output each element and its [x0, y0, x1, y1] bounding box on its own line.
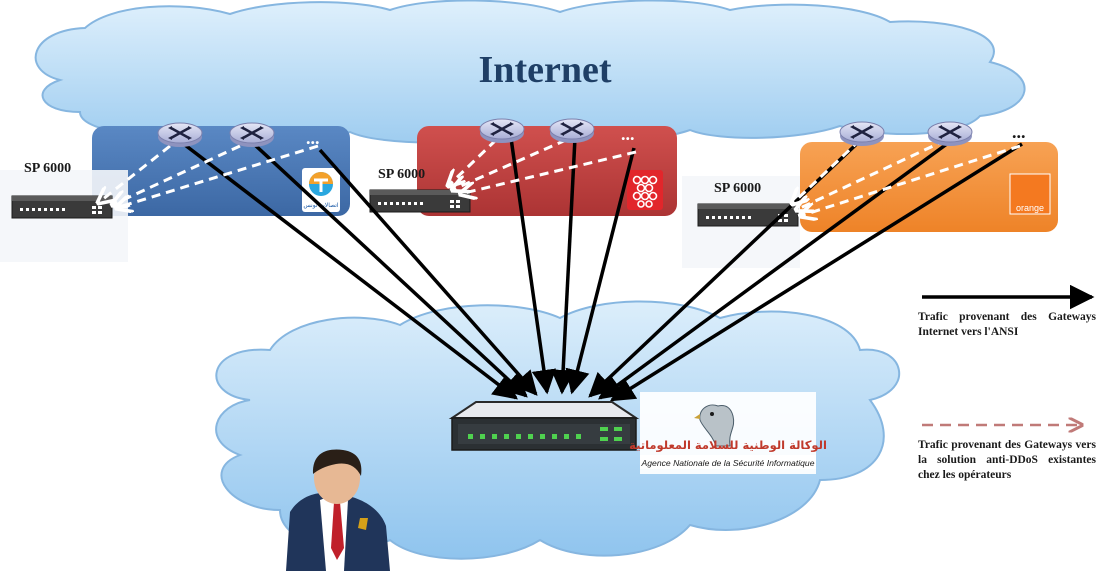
- sp6000-device-ooredoo: SP 6000: [369, 167, 471, 213]
- solid-arrow: [550, 137, 577, 395]
- solid-arrow: [609, 142, 1023, 402]
- dashed-arrow: [112, 144, 241, 205]
- solid-traffic-arrows: [183, 136, 1023, 402]
- solid-arrow: [183, 143, 518, 400]
- dashed-arrow: [452, 138, 567, 190]
- operator-box-orange: [800, 142, 1058, 232]
- user-avatar: [286, 449, 390, 571]
- dashed-arrow: [796, 138, 947, 210]
- solid-arrow: [588, 136, 865, 398]
- router-icon: [478, 117, 526, 145]
- ansi-french-name: Agence Nationale de la Sécurité Informat…: [641, 458, 815, 468]
- sp6000-label: SP 6000: [714, 181, 761, 196]
- router-icon: [156, 121, 204, 149]
- router-icon: [548, 117, 596, 145]
- legend-dashed-text: Trafic provenant des Gateways vers la so…: [918, 439, 1096, 481]
- router-icon: [228, 121, 276, 149]
- sp6000-label: SP 6000: [24, 161, 71, 176]
- falcon-icon: [694, 404, 735, 447]
- ansi-arabic-name: الوكالة الوطنية للسلامة المعلوماتية: [629, 438, 827, 453]
- orange-logo: orange: [1009, 173, 1051, 215]
- dashed-arrow: [792, 138, 862, 204]
- dashed-arrow: [448, 138, 498, 186]
- ansi-switch: [448, 401, 640, 451]
- solid-arrow: [318, 148, 538, 396]
- internet-title: Internet: [479, 49, 612, 91]
- dashed-arrow: [800, 144, 1021, 216]
- router-ellipsis: ...: [1012, 122, 1026, 142]
- dashed-arrow: [460, 150, 637, 194]
- solid-arrow: [598, 136, 957, 400]
- ansi-logo: الوكالة الوطنية للسلامة المعلوماتية Agen…: [629, 392, 827, 474]
- router-icon: [926, 120, 974, 148]
- dashed-traffic-arrows: [98, 138, 1021, 216]
- router-icon: [838, 120, 886, 148]
- router-ellipsis: ...: [621, 124, 635, 144]
- dashed-arrow: [116, 144, 319, 208]
- sp6000-device-orange: SP 6000: [697, 181, 799, 227]
- internet-cloud: Internet: [34, 0, 1026, 144]
- ooredoo-logo: [627, 170, 663, 210]
- operator-box-ooredoo: [417, 126, 677, 216]
- sp6000-device-tunisie-telecom: SP 6000: [11, 161, 113, 219]
- sp6000-label: SP 6000: [378, 167, 425, 182]
- router-ellipsis: ...: [306, 128, 320, 148]
- orange-logo-text: orange: [1016, 203, 1044, 213]
- solid-arrow: [565, 147, 636, 395]
- solid-arrow: [253, 143, 528, 398]
- legend-solid-text: Trafic provenant des Gateways Internet v…: [918, 311, 1096, 338]
